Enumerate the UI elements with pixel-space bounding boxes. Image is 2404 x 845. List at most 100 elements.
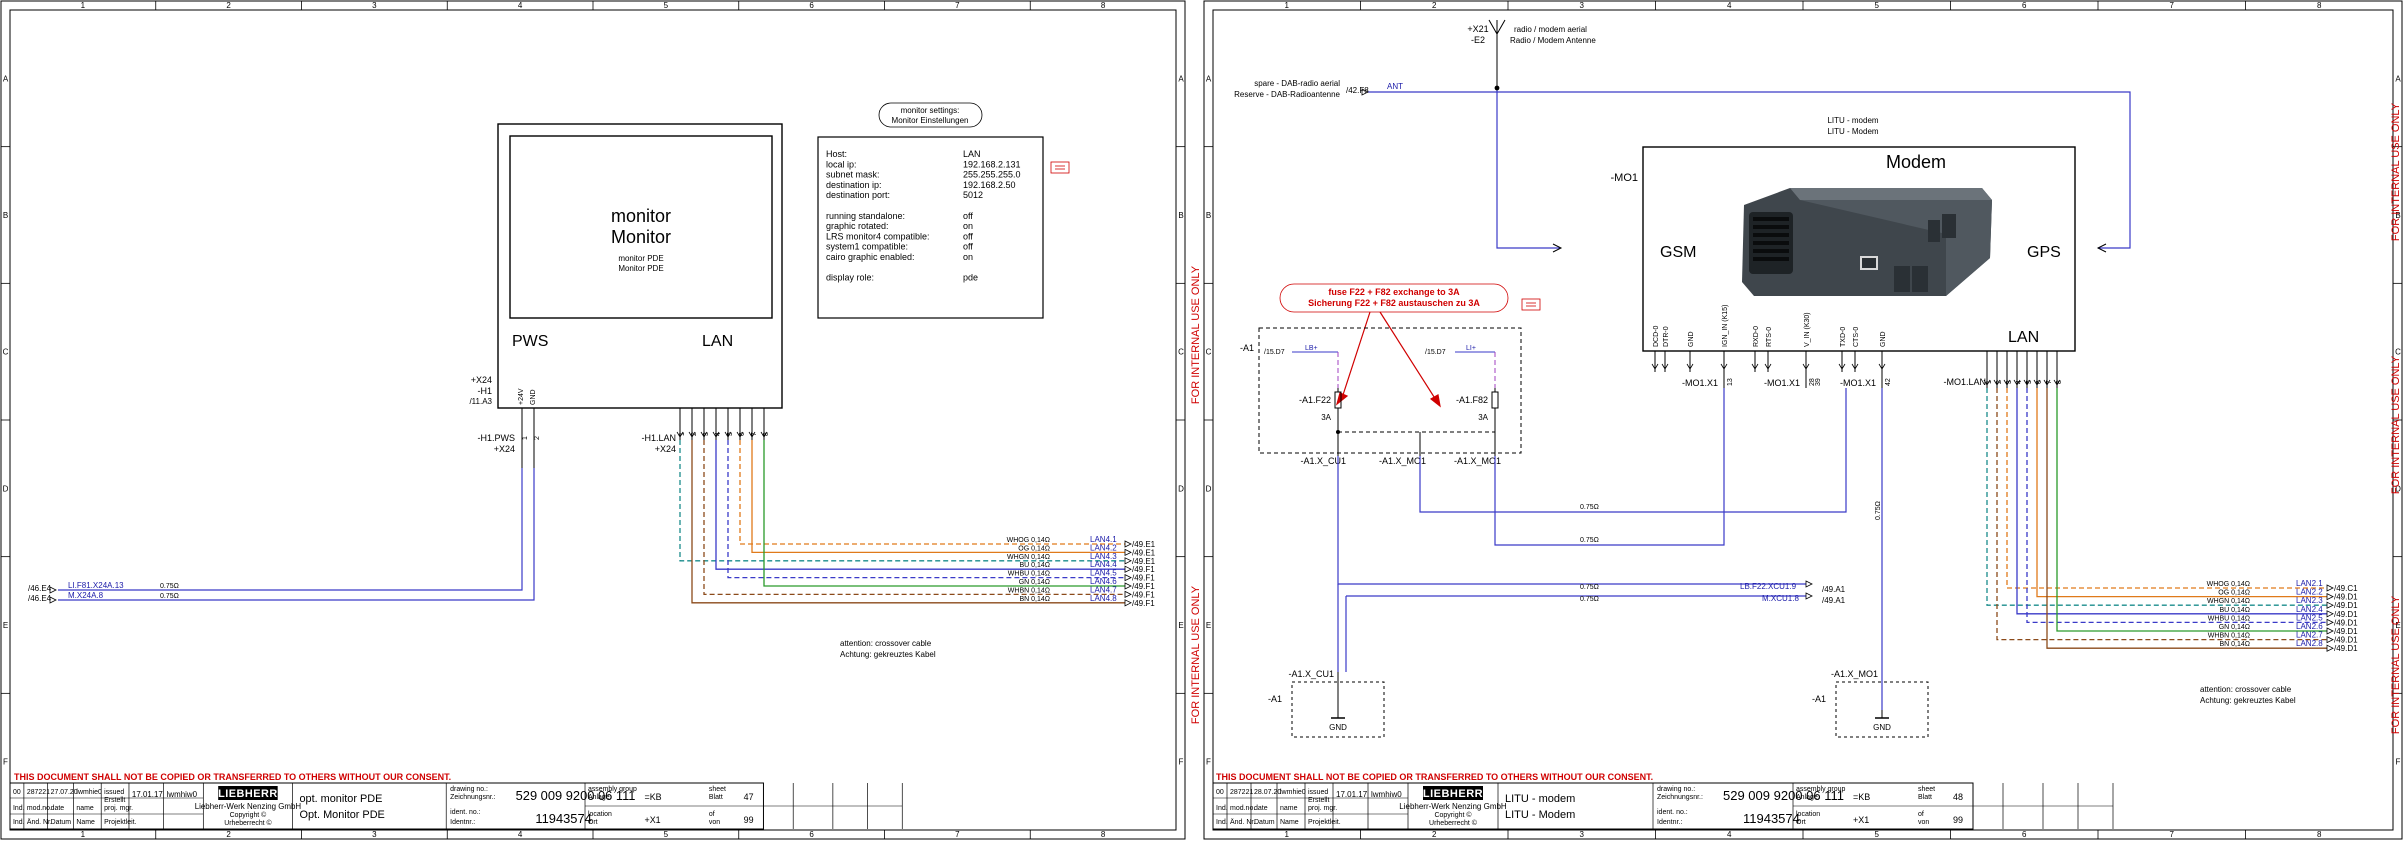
wire-lan: LAN2.3	[2296, 596, 2323, 605]
crossover-note: Achtung: gekreuztes Kabel	[840, 650, 936, 659]
wire-color: WHOG 0,14Ω	[1007, 537, 1050, 544]
svg-text:Sicherung F22 + F82 austausche: Sicherung F22 + F82 austauschen zu 3A	[1308, 298, 1480, 308]
wire-lan: LAN4.1	[1090, 535, 1117, 544]
wire-lan: LAN4.7	[1090, 585, 1117, 594]
grid-col-label: 1	[81, 830, 86, 839]
grid-col-label: 7	[955, 1, 960, 10]
lan-wire	[679, 440, 1125, 562]
power-wires	[58, 468, 535, 601]
monitor-component[interactable]: monitor Monitor monitor PDE Monitor PDE …	[497, 123, 783, 409]
sheet-title: opt. monitor PDE	[299, 793, 382, 805]
setting-value: on	[963, 252, 973, 262]
a1-ref: /15.D7	[1425, 349, 1446, 356]
lan-wire	[703, 440, 1125, 596]
fuse-f82: -A1.F82	[1456, 395, 1488, 405]
setting-key: running standalone:	[826, 211, 905, 221]
crossover-note: attention: crossover cable	[2200, 685, 2292, 694]
monitor-settings-box: monitor settings: Monitor Einstellungen …	[817, 102, 1044, 319]
svg-text:GND: GND	[1873, 723, 1891, 732]
modem-pin-label: RTS-0	[1766, 327, 1773, 347]
pws-pin-num: 1	[522, 436, 529, 440]
title-block-text: lwmhiw0	[167, 790, 198, 799]
title-block-text: Ort	[588, 819, 598, 826]
title-block-text: Copyright ©	[230, 811, 268, 819]
wire-color: BN 0,14Ω	[2219, 641, 2250, 648]
bottom-wire: LB.F22.XCU1.9	[1740, 582, 1797, 591]
gnd-box-1: GND	[1291, 672, 1385, 738]
modem-pin-label: GND	[1688, 331, 1695, 347]
svg-text:monitor settings:: monitor settings:	[901, 106, 960, 115]
lan-wire	[1996, 388, 2327, 641]
gsm-label: GSM	[1660, 244, 1696, 261]
monitor-title-de: Monitor	[611, 227, 671, 247]
setting-key: subnet mask:	[826, 170, 880, 180]
setting-value: pde	[963, 273, 978, 283]
wire-lan: LAN2.5	[2296, 613, 2323, 622]
wire-ref: /49.D1	[2334, 627, 2358, 636]
bottom-ref: /49.A1	[1822, 585, 1846, 594]
lan-wire	[727, 440, 1125, 579]
setting-value: off	[963, 231, 973, 241]
sheet-total: 99	[1953, 815, 1963, 825]
lan-pin-num: 1	[1986, 380, 1993, 384]
wire-color: BU 0,14Ω	[1019, 562, 1050, 569]
wire-ref: /49.D1	[2334, 644, 2358, 653]
modem-pin-label: CTS-0	[1853, 327, 1860, 347]
wire-lan: LAN4.6	[1090, 577, 1117, 586]
pws-conn: -H1.PWS	[477, 433, 515, 443]
mid-size: 0.75Ω	[1580, 537, 1599, 544]
pws-conn: +X24	[494, 444, 515, 454]
grid-col-label: 7	[2170, 1, 2175, 10]
title-block-text: Anlage	[588, 794, 610, 801]
bottom-wire: M.XCU1.8	[1762, 594, 1799, 603]
wire-lan: LAN2.8	[2296, 639, 2323, 648]
grid-row-label: B	[3, 211, 8, 220]
crossover-note: attention: crossover cable	[840, 639, 932, 648]
assembly-group: =KB	[1853, 792, 1870, 802]
title-block-text: 00	[1216, 789, 1224, 796]
wire-ref: /49.F1	[1132, 599, 1155, 608]
title-block-text: name	[1280, 805, 1298, 812]
title-block-text: Erstellt	[1308, 797, 1329, 804]
copy-warning: THIS DOCUMENT SHALL NOT BE COPIED OR TRA…	[1216, 772, 1653, 782]
wire-color: WHBU 0,14Ω	[1008, 571, 1050, 578]
modem-device-icon	[1742, 188, 1992, 296]
fuse-arrows	[1335, 311, 1441, 408]
title-block-text: Datum	[1254, 819, 1275, 826]
lan-wire	[739, 440, 1125, 545]
copy-warning: THIS DOCUMENT SHALL NOT BE COPIED OR TRA…	[14, 772, 451, 782]
setting-key: display role:	[826, 273, 874, 283]
title-block-text: drawing no.:	[450, 786, 488, 793]
company-logo: LIEBHERR	[1423, 788, 1483, 800]
svg-text:GND: GND	[1329, 723, 1347, 732]
modem-component[interactable]: Modem GSM GPS LAN	[1642, 146, 2076, 352]
lan-wire	[763, 440, 1125, 587]
grid-col-label: 6	[2022, 1, 2027, 10]
grid-row-label: F	[1179, 758, 1184, 767]
lan-pin-num: 3	[2006, 380, 2013, 384]
side-stamp: FOR INTERNAL USE ONLY	[2390, 102, 2402, 241]
lan-conn: +X24	[655, 444, 676, 454]
title-block-text: Anlage	[1796, 794, 1818, 801]
lan-pin-num: 7	[751, 432, 758, 436]
grid-row-label: F	[3, 758, 8, 767]
power-size: 0.75Ω	[160, 583, 179, 590]
grid-row-label: F	[1206, 758, 1211, 767]
title-block-text: Erstellt	[104, 797, 125, 804]
gnd-id: -A1	[1268, 694, 1282, 704]
grid-col-label: 3	[372, 1, 377, 10]
wire-ref: /49.D1	[2334, 601, 2358, 610]
wire-color: WHGN 0,14Ω	[2207, 598, 2250, 605]
monitor-title: monitor	[611, 206, 671, 226]
title-block-text: 17.01.17	[132, 790, 163, 799]
title-block-text: Urheberrecht ©	[224, 819, 272, 827]
grid-row-label: C	[1206, 348, 1212, 357]
title-block-text: 287221	[1230, 789, 1253, 796]
title-block-text: Datum	[51, 819, 72, 826]
wire-lan: LAN4.8	[1090, 594, 1117, 603]
lan-wire	[2036, 388, 2327, 598]
